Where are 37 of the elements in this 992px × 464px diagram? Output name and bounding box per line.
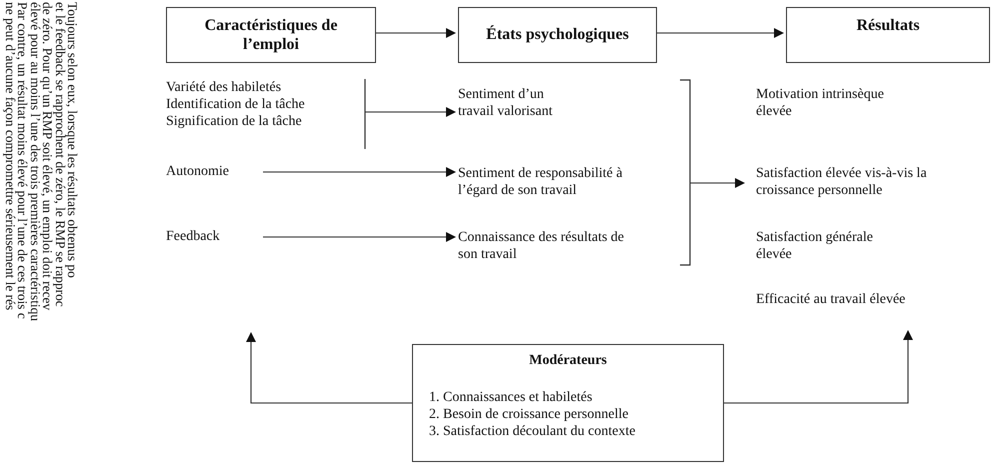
item-text: Connaissance des résultats de son travail [458, 229, 626, 263]
item-text: Satisfaction générale élevée [756, 229, 874, 263]
item-text: Autonomie [166, 163, 230, 180]
item-text: Sentiment de responsabilité à l’égard de son travail [458, 165, 624, 199]
item-text: Efficacité au travail élevée [756, 291, 906, 308]
item-text: Sentiment d’un travail valorisant [458, 86, 554, 120]
arrow [246, 332, 412, 404]
page-text-line: de zéro. Pour qu’un RMP soit élevé, un emploi doit recev [40, 2, 54, 310]
heading-box [458, 7, 657, 63]
moderator-box [412, 344, 724, 462]
list-item: 1. Connaissances et habiletés [429, 389, 594, 406]
arrow [690, 178, 745, 188]
item-text: Motivation intrinsèque élevée [756, 86, 885, 120]
heading-box [786, 7, 990, 63]
item-text: Signification de la tâche [166, 113, 303, 130]
list-item: 3. Satisfaction découlant du contexte [429, 423, 636, 440]
item-text: Identification de la tâche [166, 96, 306, 113]
box-heading: Modérateurs [528, 353, 608, 369]
heading-box [166, 7, 376, 63]
page-text-line: Toujours selon eux, lorsque les résultats obtenus po [66, 2, 78, 280]
page-text-line: et le feedback se rapprochent de zéro, le RMP se rapproc [53, 2, 66, 309]
list-item: 2. Besoin de croissance personnelle [429, 406, 630, 423]
arrow [263, 232, 456, 242]
arrow [376, 28, 456, 38]
arrow [263, 167, 456, 177]
page-text-line: Par contre, un résultat moins élevé pour l’une de ces trois c [16, 2, 28, 319]
arrow [724, 330, 913, 404]
arrow [365, 107, 456, 117]
box-heading: Caractéristiques de l’emploi [204, 16, 338, 54]
item-text: Feedback [166, 228, 221, 245]
arrow [657, 28, 784, 38]
item-text: Satisfaction élevée vis-à-vis la croissance personnelle [756, 165, 928, 199]
page-text-line: ne peut d’aucune façon compromettre sérieusement le rés [4, 2, 16, 312]
box-heading: États psychologiques [486, 25, 629, 45]
page-text-line: élevé pour au moins l’une des trois premières caractéristiqu [28, 2, 41, 324]
item-text: Variété des habiletés [166, 79, 282, 96]
box-heading: Résultats [856, 16, 920, 36]
